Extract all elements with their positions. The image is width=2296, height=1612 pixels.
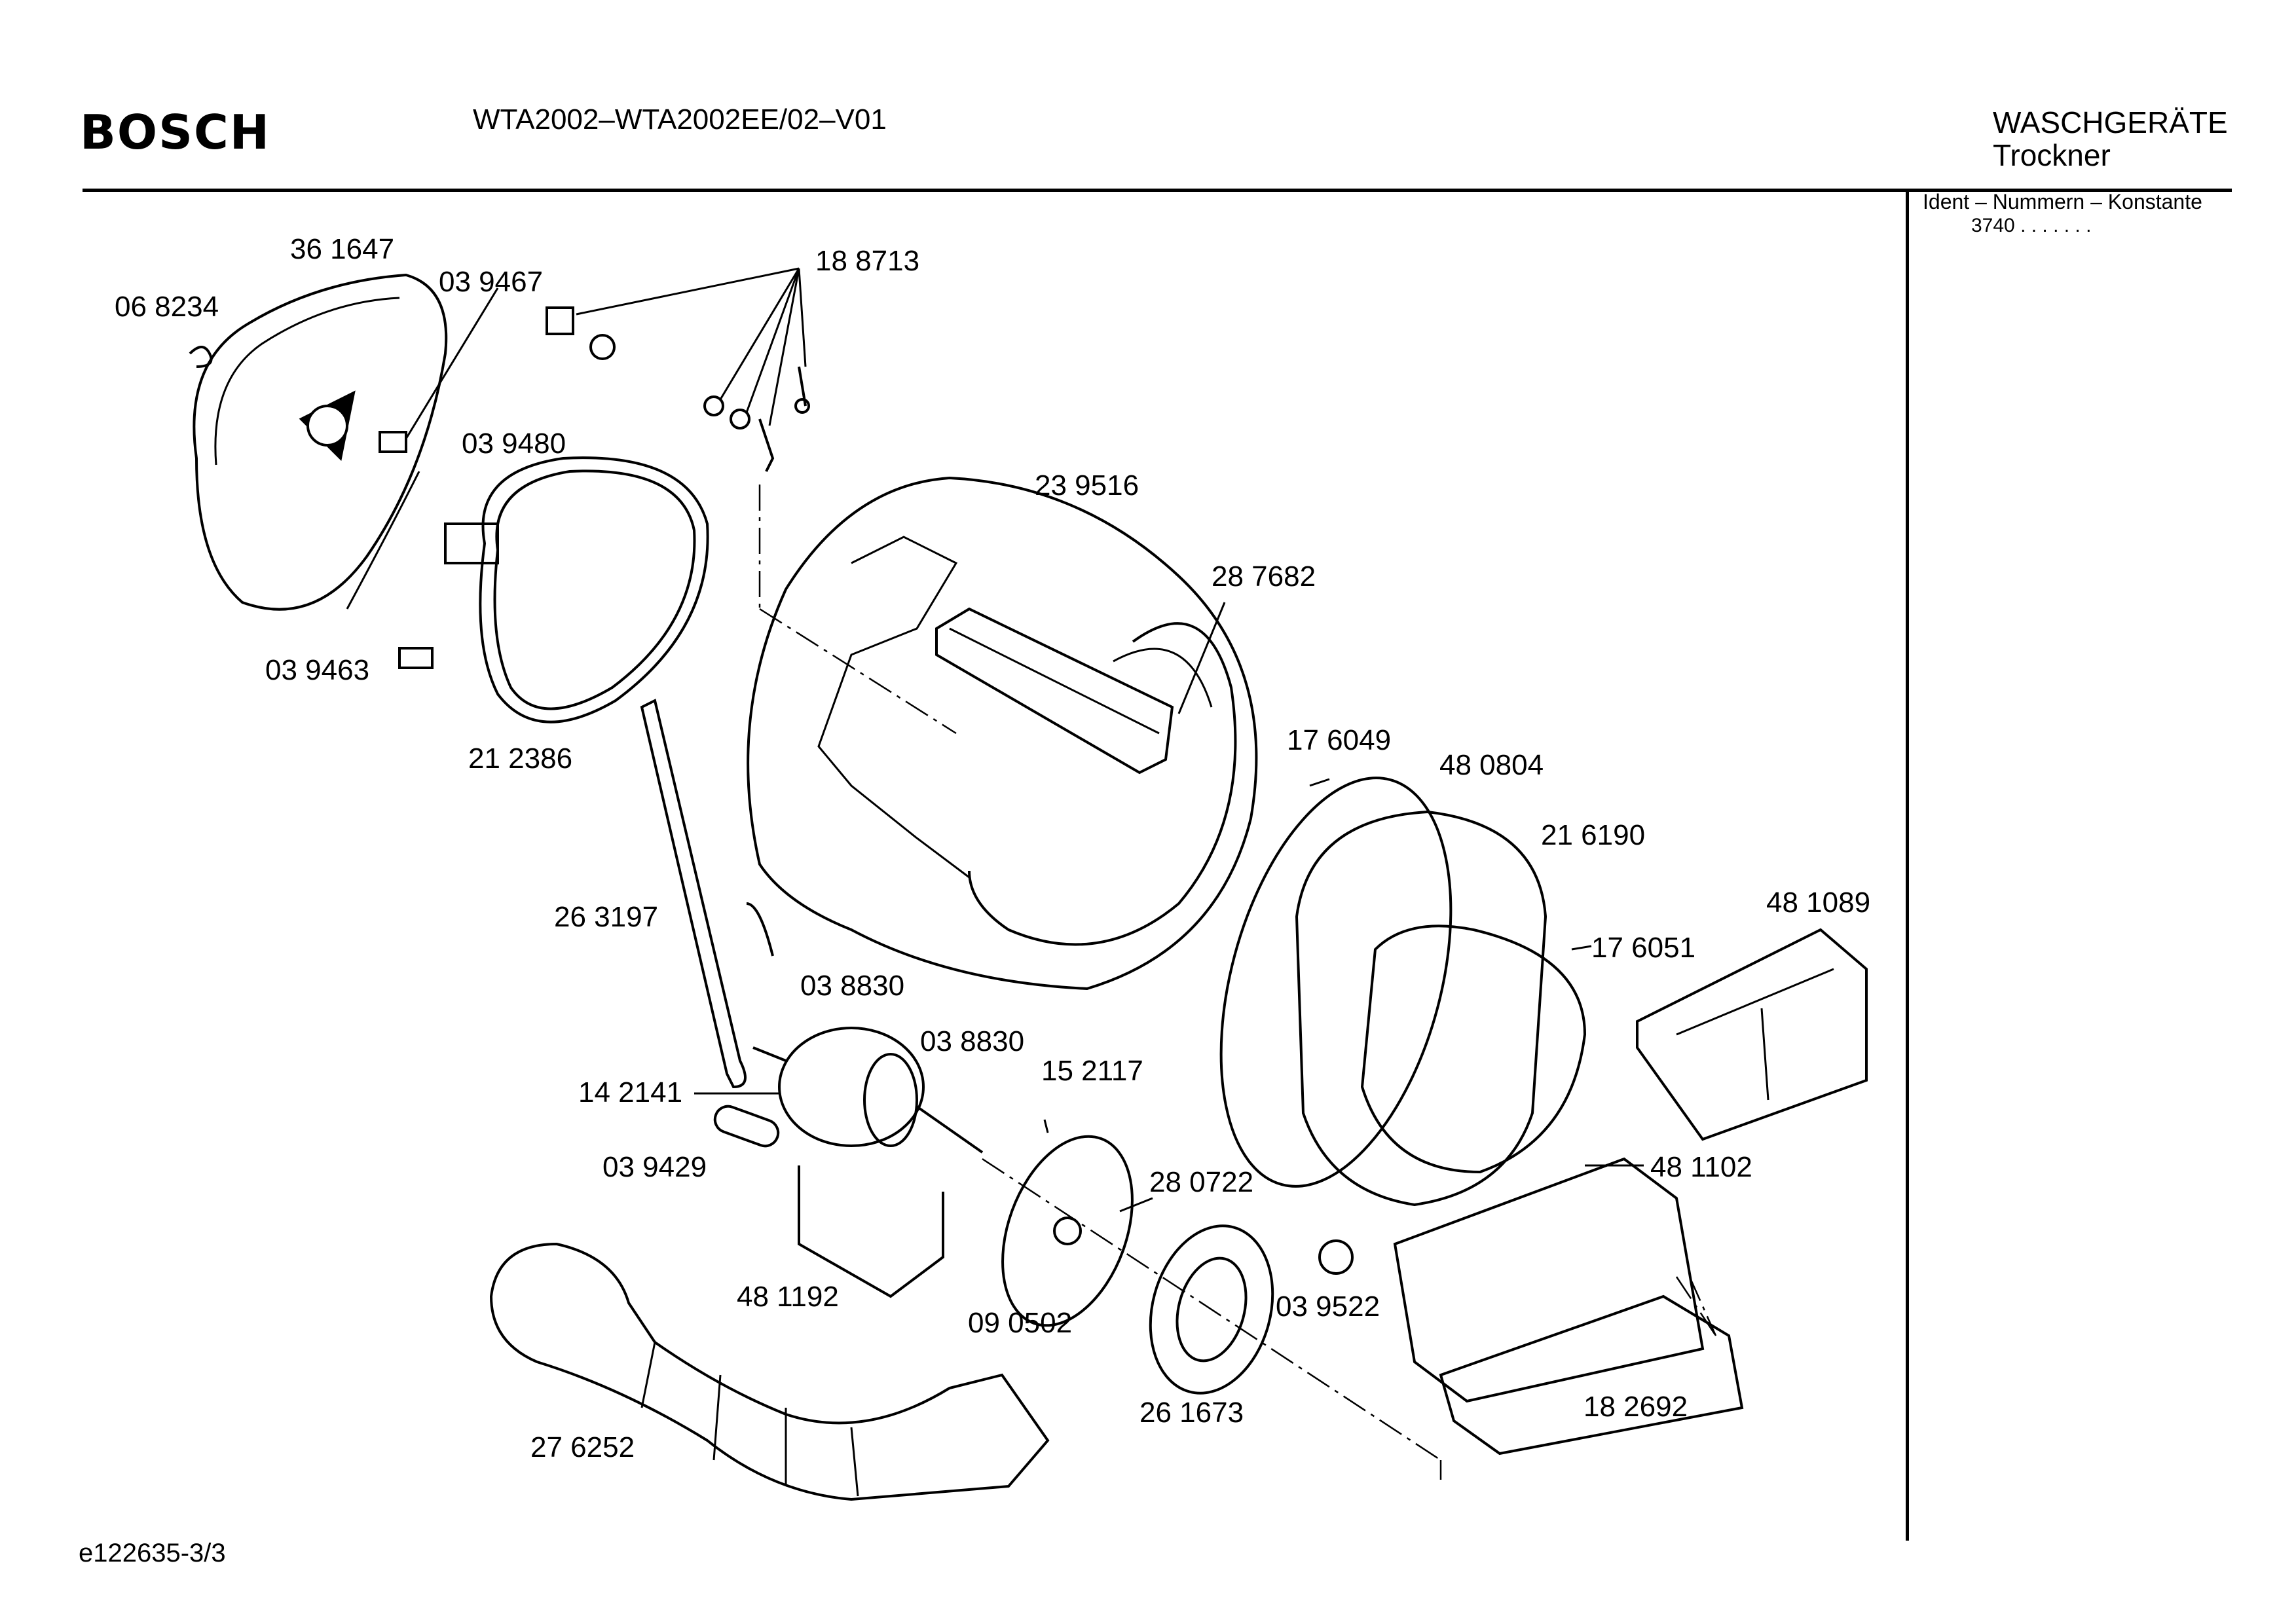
thermostat-drawing [1318, 1239, 1354, 1275]
part-label: 17 6051 [1591, 932, 1695, 964]
bracket-drawing [398, 647, 434, 669]
axis-lines [758, 485, 1717, 1480]
fan-wheel-drawing [1149, 1224, 1274, 1395]
exhaust-hose-drawing [489, 1242, 1050, 1501]
model-title: WTA2002–WTA2002EE/02–V01 [473, 103, 887, 136]
ident-label: Ident – Nummern – Konstante [1923, 190, 2202, 213]
ident-value: 3740 . . . . . . . [1971, 215, 2092, 236]
part-label: 17 6049 [1287, 724, 1391, 756]
part-label: 23 9516 [1035, 469, 1139, 502]
part-label: 03 8830 [920, 1025, 1024, 1057]
part-label: 36 1647 [290, 233, 394, 265]
leader-lines [405, 267, 1644, 1213]
fan-disc-drawing [1001, 1135, 1134, 1327]
part-label: 03 9429 [602, 1151, 707, 1183]
part-labels: 36 1647 03 9467 06 8234 18 8713 03 9480 … [115, 233, 1870, 1463]
filter-housing-drawing [1393, 1157, 1744, 1456]
part-label: 18 8713 [815, 245, 919, 277]
clip-drawing [189, 346, 213, 368]
part-label: 15 2117 [1041, 1055, 1143, 1087]
subcategory-label: Trockner [1993, 138, 2111, 172]
category-label: WASCHGERÄTE [1993, 105, 2228, 139]
part-label: 48 0804 [1439, 749, 1544, 781]
part-label: 03 9480 [462, 428, 566, 460]
belt-segment-drawing [746, 902, 774, 957]
bearing-shield-drawing [1295, 810, 1587, 1207]
part-label: 09 0502 [968, 1307, 1072, 1339]
screws-drawing [546, 306, 810, 472]
part-label: 06 8234 [115, 291, 219, 323]
part-label: 26 3197 [554, 901, 658, 933]
capacitor-drawing [713, 1105, 780, 1148]
baffle-drawing [935, 607, 1174, 775]
lint-filter-drawing [1636, 928, 1868, 1141]
part-label: 03 9467 [439, 266, 543, 298]
sidebar-divider [1906, 190, 1909, 1541]
rear-panel-drawing [193, 273, 448, 611]
door-seal-drawing [1219, 777, 1453, 1188]
part-label: 14 2141 [578, 1076, 682, 1108]
part-label: 21 2386 [468, 742, 572, 775]
part-label: 18 2692 [1583, 1391, 1688, 1423]
document-id: e122635-3/3 [79, 1539, 226, 1567]
part-label: 03 9522 [1276, 1291, 1380, 1323]
part-label: 27 6252 [530, 1431, 635, 1463]
brand-logo: BOSCH [80, 105, 271, 160]
part-label: 03 9463 [265, 654, 369, 686]
part-label: 48 1192 [737, 1281, 839, 1313]
motor-drawing [752, 1027, 984, 1154]
part-label: 48 1102 [1650, 1151, 1752, 1183]
part-label: 48 1089 [1766, 887, 1870, 919]
part-label: 21 6190 [1541, 819, 1645, 851]
heating-element-drawing [444, 456, 709, 724]
part-label: 28 0722 [1149, 1166, 1253, 1198]
drum-drawing [747, 476, 1258, 991]
fan-disc-hub-drawing [1053, 1217, 1082, 1245]
belt-drawing [640, 699, 747, 1089]
part-label: 28 7682 [1212, 560, 1316, 593]
part-label: 03 8830 [800, 970, 904, 1002]
header-divider [83, 189, 2232, 192]
motor-bracket-drawing [798, 1165, 944, 1298]
part-label: 26 1673 [1139, 1397, 1244, 1429]
